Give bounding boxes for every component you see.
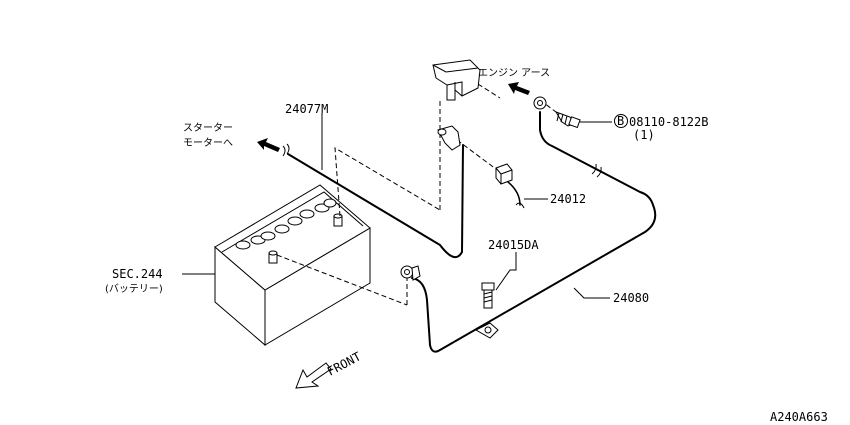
battery-terminal-negative [268,250,278,264]
bolt-08110-8122b [554,111,628,129]
engine-earth-bracket [432,59,481,101]
label-battery: (バッテリー) [105,283,163,295]
label-part-24015da: 24015DA [488,238,539,252]
cable-24080 [411,111,657,353]
clip-24015da [474,252,517,339]
label-starter-line2: モーターへ [183,137,233,149]
bolt-symbol: B [617,114,624,128]
front-arrow-icon [295,362,332,389]
ring-terminal-earth [533,96,547,110]
label-part-24077m: 24077M [285,102,328,116]
battery [214,184,371,347]
label-starter-line1: スターター [183,122,233,134]
label-part-24080: 24080 [613,291,649,305]
arrow-to-starter-icon [257,138,280,152]
label-engine-earth: エンジン アース [478,68,550,79]
clamp-upper [437,125,461,151]
label-front: FRONT [325,349,363,378]
label-part-24012: 24012 [550,192,586,206]
battery-terminal-positive [333,213,343,227]
connector-24012 [495,163,548,209]
label-bolt-number: 08110-8122B [629,115,708,129]
label-sec-244: SEC.244 [112,267,163,281]
figure-id: A240A663 [770,410,828,424]
cable-24077m [282,113,464,259]
battery-caps [235,198,337,250]
label-bolt-qty: (1) [633,128,655,142]
clamp-battery-negative [400,265,421,281]
arrow-to-engine-earth-icon [508,82,530,95]
